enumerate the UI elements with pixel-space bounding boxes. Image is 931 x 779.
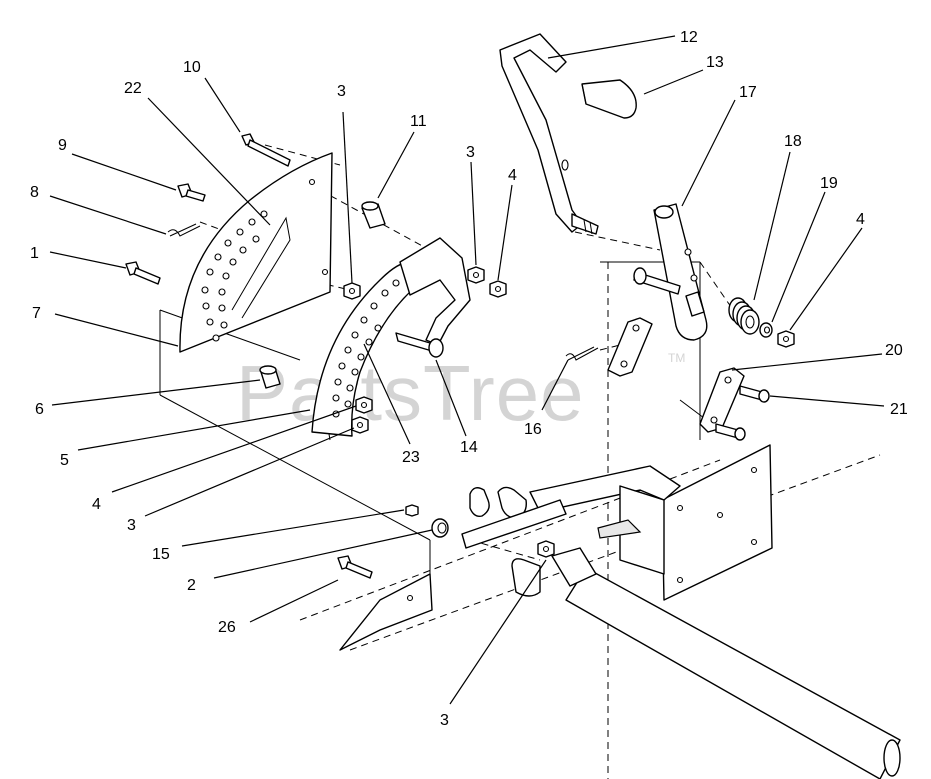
- callout-10: 10: [183, 59, 201, 76]
- shoulder-bolt-lower: [715, 423, 746, 441]
- callout-14: 14: [460, 439, 478, 456]
- callout-17: 17: [739, 84, 757, 101]
- callout-4-right: 4: [856, 211, 865, 228]
- nut-3-bottom: [537, 540, 555, 558]
- lower-frame: [339, 444, 901, 779]
- callout-12: 12: [680, 29, 698, 46]
- callout-20: 20: [885, 342, 903, 359]
- callout-4-center: 4: [508, 167, 517, 184]
- bolt-1: [125, 261, 161, 285]
- callout-4-lower-left: 4: [92, 496, 101, 513]
- callout-15: 15: [152, 546, 170, 563]
- washer-19: [759, 322, 773, 338]
- callout-8: 8: [30, 184, 39, 201]
- callout-3-lower-left: 3: [127, 517, 136, 534]
- bolt-9: [177, 183, 206, 202]
- callout-3-bottom: 3: [440, 712, 449, 729]
- pivot-bracket: [399, 237, 471, 346]
- callout-19: 19: [820, 175, 838, 192]
- pedal-pad: [581, 79, 637, 119]
- callout-18: 18: [784, 133, 802, 150]
- callout-21: 21: [890, 401, 908, 418]
- callout-3-upper-left: 3: [337, 83, 346, 100]
- callout-1: 1: [30, 245, 39, 262]
- nut-4-center: [489, 280, 507, 298]
- pivot-arm: [633, 203, 708, 341]
- sector-plate-holes: [201, 178, 329, 342]
- pivot-pin: [395, 332, 444, 358]
- spacer-bushing: [259, 365, 281, 389]
- nut-4-lower-left: [355, 396, 373, 414]
- nut-3-center: [467, 266, 485, 284]
- callout-3-center: 3: [466, 144, 475, 161]
- pedal-arm: [499, 33, 599, 235]
- spring: [728, 297, 760, 335]
- cotter-pin-16: [565, 346, 599, 361]
- cotter-pin-8: [167, 223, 201, 237]
- nut-3-upper-left: [343, 282, 361, 300]
- bolt-26: [337, 555, 373, 579]
- callout-22: 22: [124, 80, 142, 97]
- link-plate-center: [607, 317, 653, 377]
- spacer: [361, 201, 386, 229]
- watermark-text: PartsTree: [236, 349, 585, 437]
- washer-2: [431, 518, 449, 538]
- callout-2: 2: [187, 577, 196, 594]
- sector-plate-left: [179, 152, 333, 353]
- callout-13: 13: [706, 54, 724, 71]
- callout-7: 7: [32, 305, 41, 322]
- callout-9: 9: [58, 137, 67, 154]
- callout-26: 26: [218, 619, 236, 636]
- nut-4-right: [777, 330, 795, 348]
- callout-5: 5: [60, 452, 69, 469]
- link-plate-20: [699, 367, 745, 433]
- callout-16: 16: [524, 421, 542, 438]
- bolt-10: [241, 133, 291, 167]
- adjustment-plate-holes: [332, 279, 400, 418]
- callout-labels: 12 13 17 10 22 3 11 3 4 18 19 4 9 8 1 7 …: [30, 29, 908, 729]
- watermark-trademark: TM: [668, 351, 685, 365]
- callout-23: 23: [402, 449, 420, 466]
- nut-3-lower-left: [351, 416, 369, 434]
- callout-11: 11: [410, 113, 427, 130]
- shoulder-bolt-upper: [739, 385, 770, 403]
- callout-6: 6: [35, 401, 44, 418]
- leader-lines: [49, 35, 885, 705]
- nut-15: [405, 504, 419, 517]
